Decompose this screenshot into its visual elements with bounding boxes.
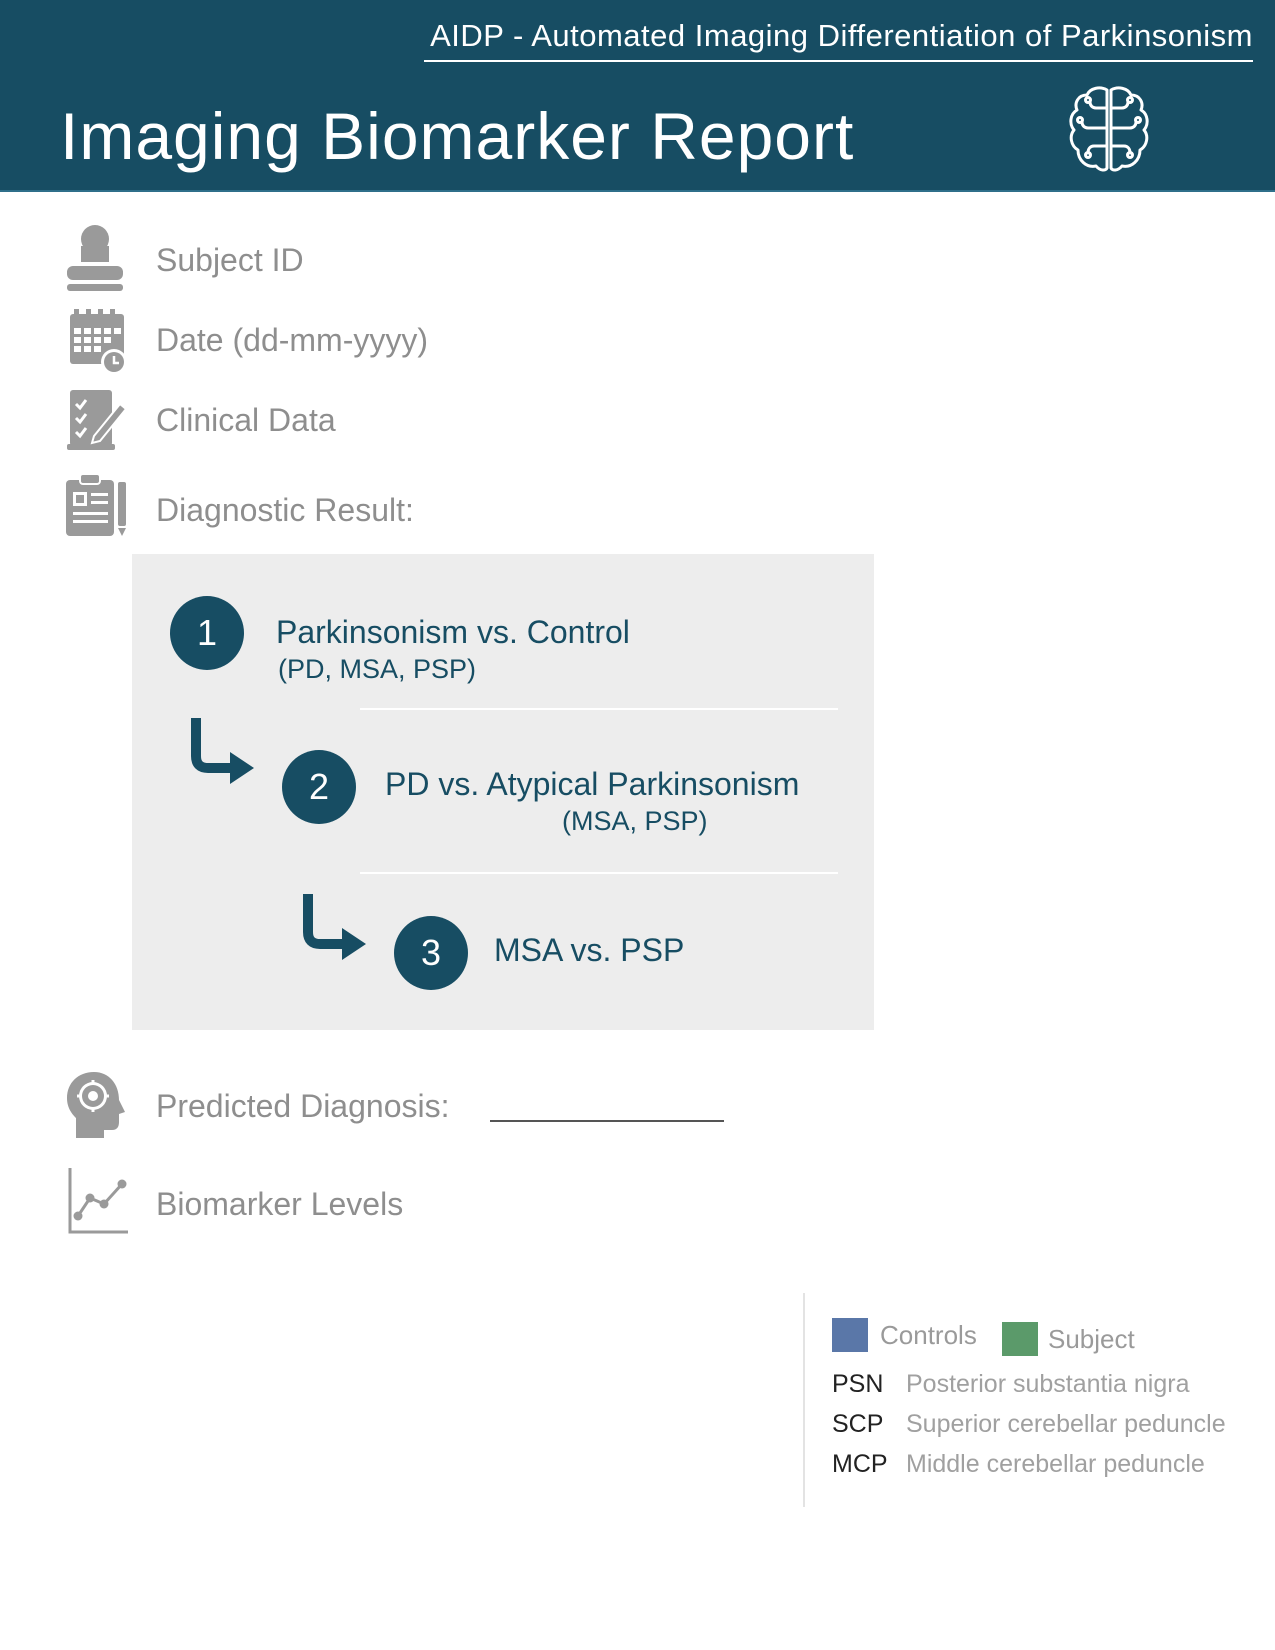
head-gear-icon xyxy=(67,1072,125,1138)
divider-1 xyxy=(360,708,838,710)
controls-swatch xyxy=(832,1318,868,1352)
checklist-icon xyxy=(67,390,128,450)
divider-2 xyxy=(360,872,838,874)
step-3-number: 3 xyxy=(394,916,468,990)
abbr-psn: PSN xyxy=(832,1370,884,1398)
step-2-number: 2 xyxy=(282,750,356,824)
legend-divider xyxy=(803,1293,805,1507)
abbr-mcp-meaning: Middle cerebellar peduncle xyxy=(906,1450,1205,1478)
clipboard-icon xyxy=(66,473,126,536)
line-chart-icon xyxy=(68,1168,128,1234)
diagnostic-steps-panel: 1 Parkinsonism vs. Control (PD, MSA, PSP… xyxy=(132,554,874,1030)
diagnostic-result-label: Diagnostic Result: xyxy=(156,492,414,528)
step-1-subtitle: (PD, MSA, PSP) xyxy=(278,654,477,684)
step-3-title: MSA vs. PSP xyxy=(494,932,685,968)
clinical-data-label: Clinical Data xyxy=(156,402,336,438)
brain-icon xyxy=(1069,86,1149,172)
abbr-mcp: MCP xyxy=(832,1450,888,1478)
predicted-diagnosis-blank xyxy=(490,1120,724,1122)
report-title: Imaging Biomarker Report xyxy=(60,99,855,173)
abbr-psn-meaning: Posterior substantia nigra xyxy=(906,1370,1190,1398)
step-2-title: PD vs. Atypical Parkinsonism xyxy=(385,766,800,802)
step-arrow-icon xyxy=(303,894,366,960)
abbr-scp-meaning: Superior cerebellar peduncle xyxy=(906,1410,1226,1438)
subject-swatch xyxy=(1002,1322,1038,1356)
step-2-subtitle: (MSA, PSP) xyxy=(562,806,708,836)
user-icon xyxy=(67,225,123,291)
biomarker-levels-label: Biomarker Levels xyxy=(156,1186,404,1222)
step-arrow-icon xyxy=(191,718,254,784)
step-1-title: Parkinsonism vs. Control xyxy=(276,614,630,650)
abbr-scp: SCP xyxy=(832,1410,884,1438)
report-header: AIDP - Automated Imaging Differentiation… xyxy=(0,0,1275,192)
calendar-icon xyxy=(70,309,127,375)
legend-subject-label: Subject xyxy=(1048,1324,1135,1354)
date-label: Date (dd-mm-yyyy) xyxy=(156,322,429,358)
header-subtitle: AIDP - Automated Imaging Differentiation… xyxy=(424,14,1253,62)
predicted-diagnosis-label: Predicted Diagnosis: xyxy=(156,1088,450,1124)
step-1-number: 1 xyxy=(170,596,244,670)
legend-controls-label: Controls xyxy=(880,1320,977,1350)
subject-id-label: Subject ID xyxy=(156,242,304,278)
